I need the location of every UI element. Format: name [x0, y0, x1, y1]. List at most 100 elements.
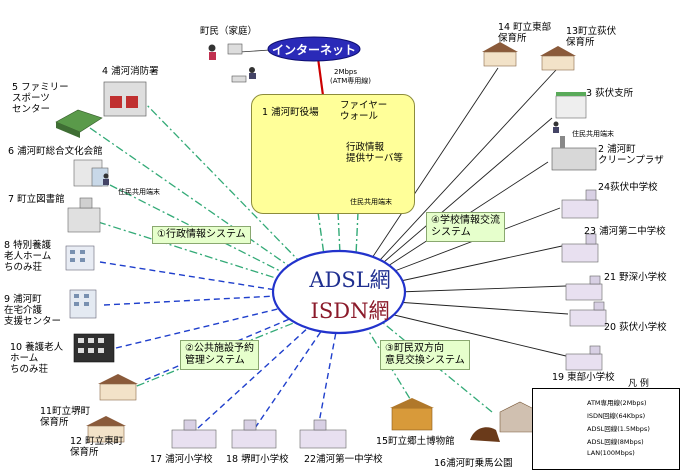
- line-urakawa-sho: [197, 325, 311, 429]
- node-label-5: 5 ファミリー スポーツ センター: [12, 82, 69, 115]
- node-label-21: 21 野深小学校: [604, 272, 667, 283]
- node-label-24: 24荻伏中学校: [598, 182, 658, 193]
- care-center-icon: [69, 289, 97, 319]
- legend-label-adsl15: ADSL回線(1.5Mbps): [587, 425, 650, 433]
- line-shisho: [383, 117, 553, 263]
- sports-center-icon: [55, 109, 103, 138]
- system-box-3: ③町民双方向 意見交換システム: [380, 340, 470, 370]
- care-home-icon: [73, 333, 115, 363]
- nursery-ogifushi-icon: [540, 46, 576, 71]
- line-tokuyo: [99, 261, 277, 291]
- museum-icon: [390, 398, 434, 431]
- school-daiichi-icon: [299, 419, 347, 449]
- legend-box: ATM専用線(2Mbps) ISDN回線(64Kbps) ADSL回線(1.5M…: [532, 388, 680, 470]
- school-tobu-icon: [565, 345, 603, 371]
- fire-station-icon: [103, 81, 147, 117]
- line-home: [239, 49, 271, 53]
- nursing-home-icon: [65, 245, 95, 271]
- line-sports: [89, 127, 293, 269]
- culture-hall-icon: [73, 159, 109, 187]
- legend-label-lan: LAN(100Mbps): [587, 449, 635, 457]
- school-ogifushi-chu-icon: [561, 189, 599, 219]
- nursery-higashimachi-icon: [86, 416, 126, 443]
- node-label-6: 6 浦河町総合文化会館: [8, 146, 103, 157]
- riding-park-icon: [470, 401, 541, 442]
- core-adsl-label: ADSL網: [309, 268, 391, 292]
- school-sakaimachi-icon: [231, 419, 277, 449]
- legend-row-adsl15: ADSL回線(1.5Mbps): [533, 423, 679, 434]
- node-label-10: 10 養護老人 ホーム ちのみ荘: [10, 342, 64, 375]
- home-user-icon: [208, 43, 256, 83]
- cityhall-panel: [251, 94, 415, 214]
- line-ogifushi-hoiku: [379, 69, 557, 261]
- system-box-2: ②公共施設予約 管理システム: [180, 340, 259, 370]
- line-library: [97, 221, 283, 281]
- line-tobu-sho: [389, 313, 567, 357]
- core-network-ellipse: [271, 249, 407, 335]
- line-daini-chu: [395, 245, 563, 283]
- node-label-22: 22浦河第一中学校: [304, 454, 383, 465]
- node-label-9: 9 浦河町 在宅介護 支援センター: [4, 294, 62, 327]
- internet-globe: [267, 36, 361, 62]
- school-ogifushi-sho-icon: [569, 301, 607, 327]
- school-urakawa-icon: [171, 419, 217, 449]
- legend-label-isdn: ISDN回線(64Kbps): [587, 412, 646, 420]
- node-label-14: 14 町立東部 保育所: [498, 22, 552, 44]
- cityhall-title: 1 浦河町役場: [262, 107, 319, 118]
- system-box-1: ①行政情報システム: [152, 226, 251, 244]
- line-lan-3: [355, 211, 359, 256]
- library-icon: [67, 197, 101, 233]
- atm-type-label: (ATM専用線): [330, 77, 372, 85]
- line-tobu-hoiku: [371, 67, 499, 259]
- line-higashimachi: [121, 321, 297, 393]
- line-lan-2: [337, 211, 341, 255]
- connection-lines: [89, 49, 569, 429]
- node-label-23: 23 浦河第二中学校: [584, 226, 666, 237]
- cityhall-terminal-label: 住民共用端末: [350, 198, 392, 206]
- node-label-16: 16浦河町乗馬公園: [434, 458, 513, 469]
- legend-row-lan: LAN(100Mbps): [533, 449, 679, 460]
- node-label-7: 7 町立図書館: [8, 194, 65, 205]
- node-label-20: 20 荻伏小学校: [604, 322, 667, 333]
- node-label-11: 11町立堺町 保育所: [40, 406, 91, 428]
- line-museum: [367, 329, 419, 413]
- node-label-17: 17 浦河小学校: [150, 454, 213, 465]
- node-label-2: 2 浦河町 クリーンプラザ: [598, 144, 664, 166]
- line-daiichi-chu: [317, 331, 337, 429]
- line-nobuka: [397, 285, 567, 293]
- firewall-label: ファイヤー ウォール: [340, 100, 388, 122]
- node-label-3-terminal: 住民共用端末: [572, 130, 614, 138]
- legend-label-atm: ATM専用線(2Mbps): [587, 399, 647, 407]
- node-label-18: 18 堺町小学校: [226, 454, 289, 465]
- legend-row-adsl8: ADSL回線(8Mbps): [533, 436, 679, 447]
- node-label-6-terminal: 住民共用端末: [118, 188, 160, 196]
- line-zaitaku: [103, 295, 277, 306]
- node-label-19: 19 東部小学校: [552, 372, 615, 383]
- school-nobuka-icon: [565, 275, 603, 301]
- server-label: 行政情報 提供サーバ等: [346, 142, 403, 164]
- legend-title: 凡 例: [628, 379, 649, 389]
- line-lan-1: [317, 211, 325, 256]
- node-label-4: 4 浦河消防署: [102, 66, 159, 77]
- school-daini-chu-icon: [561, 233, 599, 263]
- home-label: 町民（家庭）: [200, 26, 258, 37]
- line-fire: [139, 97, 301, 263]
- internet-label: インターネット: [271, 43, 356, 57]
- legend-row-atm: ATM専用線(2Mbps): [533, 397, 679, 408]
- line-yogo: [115, 307, 283, 349]
- legend-label-adsl8: ADSL回線(8Mbps): [587, 438, 644, 446]
- atm-speed-label: 2Mbps: [334, 68, 358, 76]
- node-label-15: 15町立郷土博物館: [376, 436, 455, 447]
- node-label-3: 3 荻伏支所: [586, 88, 634, 99]
- legend-row-isdn: ISDN回線(64Kbps): [533, 410, 679, 421]
- branch-office-icon: [553, 92, 587, 133]
- system-box-4: ④学校情報交流 システム: [426, 212, 505, 242]
- line-ogifushi-sho: [395, 301, 569, 315]
- clean-plaza-icon: [551, 136, 597, 171]
- nursery-sakaimachi-icon: [98, 374, 138, 401]
- core-isdn-label: ISDN網: [310, 299, 390, 323]
- nursery-tobu-icon: [482, 42, 518, 67]
- line-sakaimachi-hoiku: [144, 317, 293, 381]
